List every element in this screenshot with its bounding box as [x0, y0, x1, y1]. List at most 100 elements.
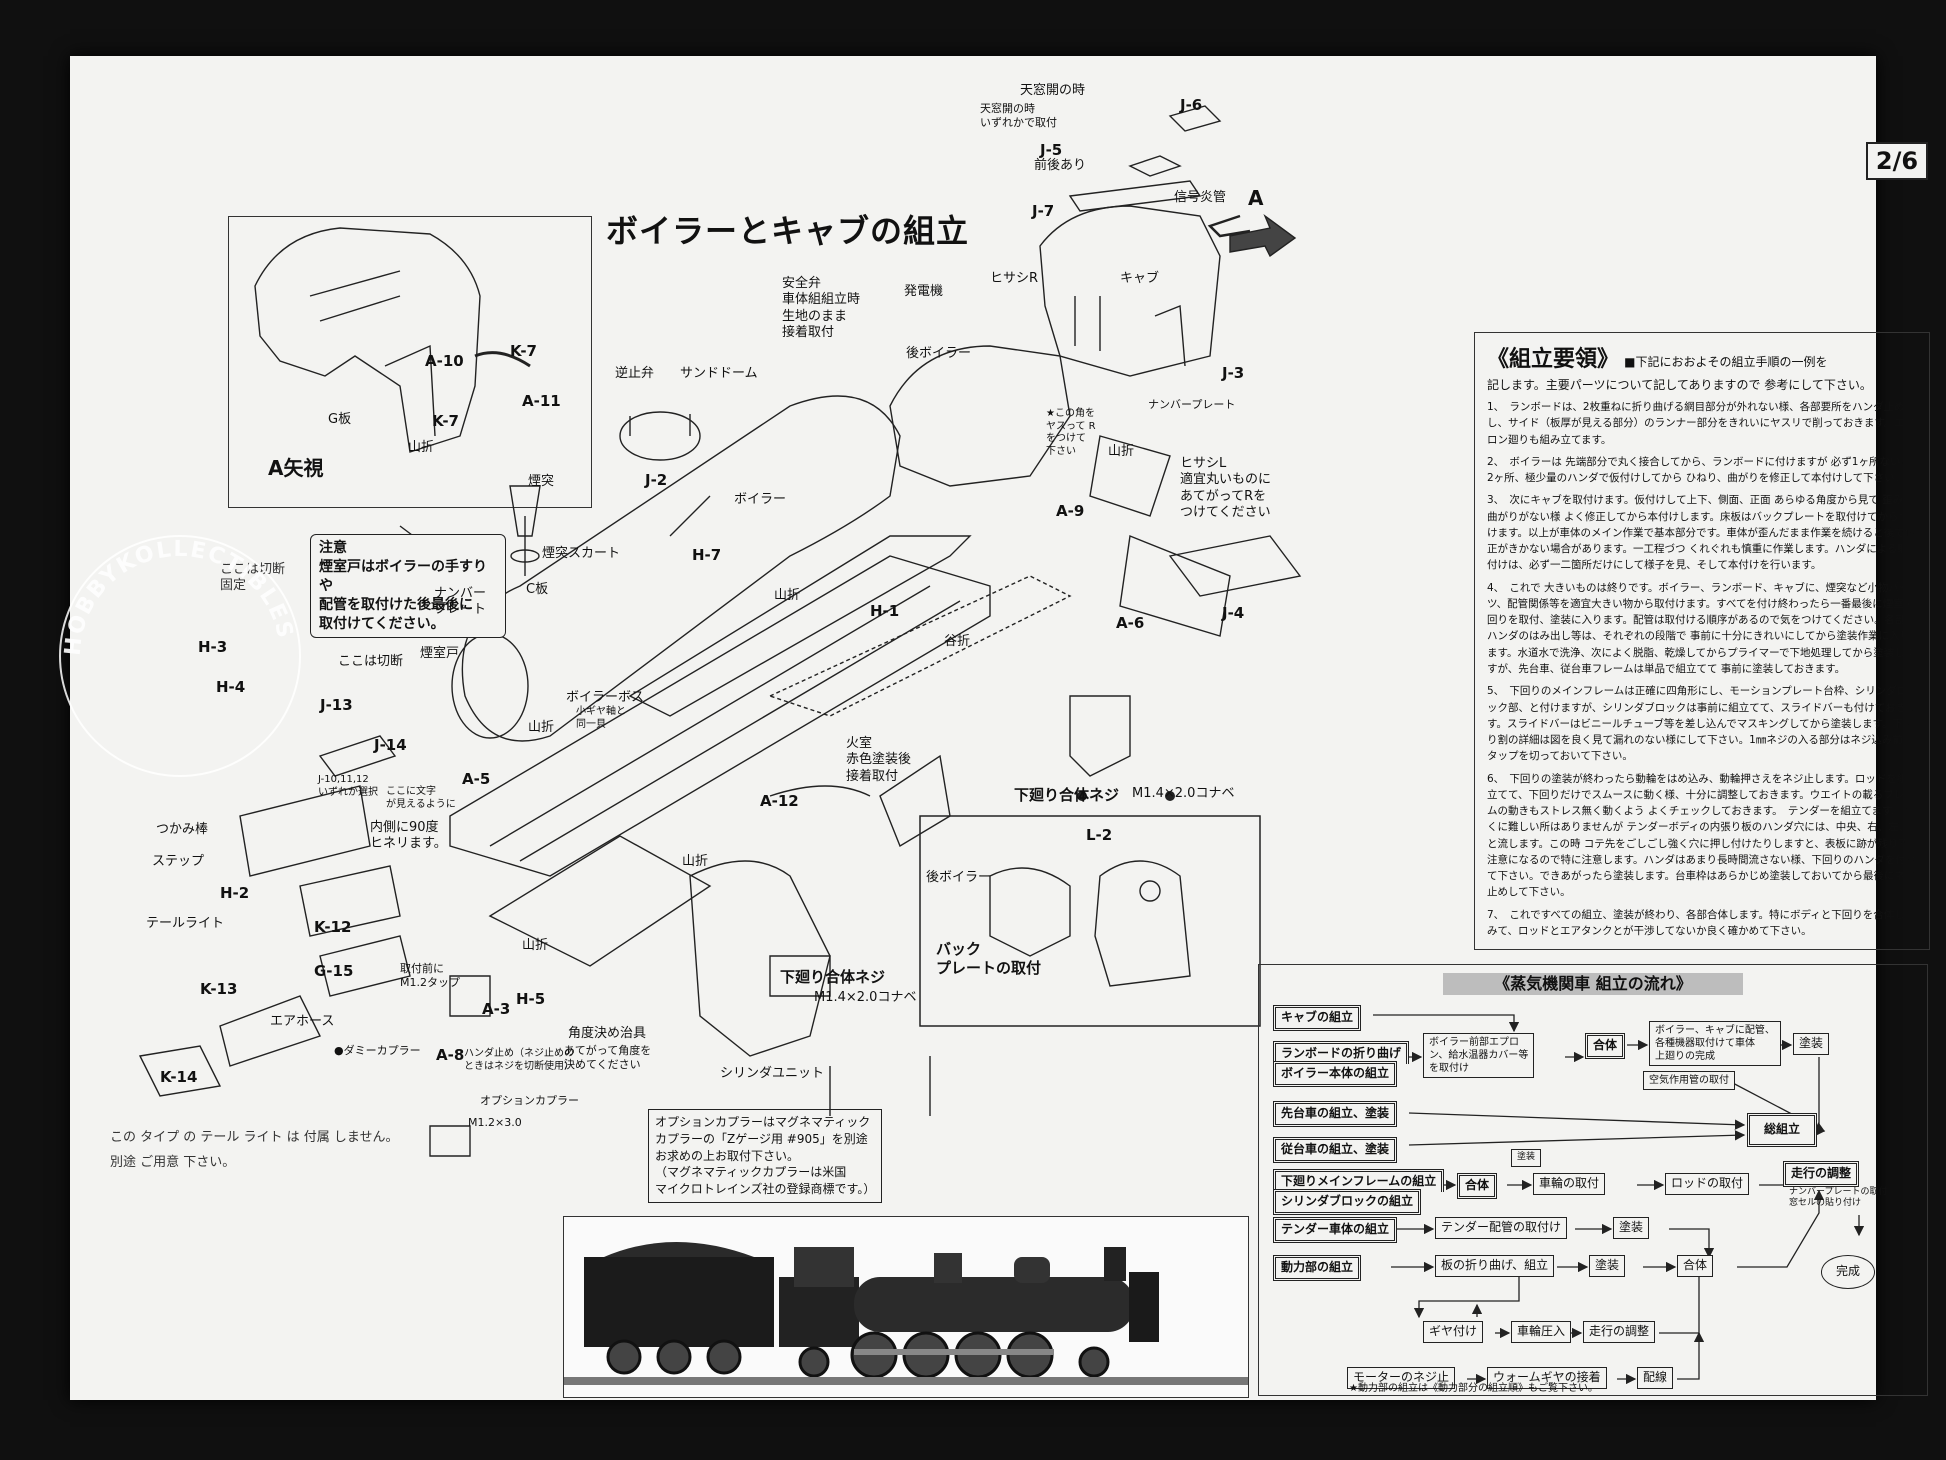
label-h1: H-1	[870, 602, 900, 620]
label-l2: L-2	[1086, 826, 1113, 844]
flow-wheels: 車輪の取付	[1533, 1173, 1606, 1195]
label-a6: A-6	[1116, 614, 1145, 632]
label-hisashi-r: ヒサシR	[990, 271, 1039, 286]
flow-wheel-press: 車輪圧入	[1511, 1321, 1572, 1343]
assembly-step-2: 2、 ボイラーは 先端部分で丸く接合してから、ランボードに付けますが 必ず1ヶ所…	[1487, 455, 1911, 485]
label-valley-fold: 谷折	[944, 634, 971, 649]
label-number-plate: ナンバー プレート	[434, 586, 487, 618]
label-boiler-boss-note: 小ギヤ軸と 同一貝	[576, 706, 626, 730]
flow-boiler-body: ボイラー本体の組立	[1273, 1061, 1398, 1087]
label-generator: 発電機	[904, 284, 944, 299]
label-j7: J-7	[1032, 202, 1055, 220]
assembly-steps-panel: 《組立要領》 ■下記におおよその組立手順の一例を 記します。主要パーツについて記…	[1474, 332, 1930, 950]
flow-worm-gear: ウォームギヤの接着	[1487, 1367, 1607, 1389]
option-coupler-note: オプションカプラーはマグネマティック カプラーの「Zゲージ用 #905」を別途 …	[648, 1109, 883, 1203]
label-sand-dome: サンドドーム	[680, 366, 758, 381]
label-under-screw-1: 下廻り合体ネジ	[780, 968, 886, 986]
flow-air-pipe: 空気作用管の取付	[1643, 1071, 1735, 1090]
label-angle-jig-note: あてがって角度を 決めてください	[564, 1044, 652, 1071]
label-k7-a: K-7	[510, 342, 537, 360]
hobbykollectibles-watermark: HOBBYKOLLECTIBLES	[59, 535, 301, 777]
caution-line-3: 取付けてください。	[319, 615, 445, 632]
flow-tender-body: テンダー車体の組立	[1273, 1217, 1398, 1243]
flow-gear: ギヤ付け	[1423, 1321, 1484, 1343]
watermark-text: HOBBYKOLLECTIBLES	[61, 537, 296, 657]
label-signal-pipe: 信号炎管	[1174, 190, 1227, 205]
flow-merge-1: 合体	[1585, 1033, 1626, 1059]
assembly-flowchart: 《蒸気機関車 組立の流れ》 キャブの組立 ランボードの折り曲げ ボイラー本体の組…	[1258, 964, 1928, 1396]
flow-cylinder-block: シリンダブロックの組立	[1273, 1189, 1422, 1215]
flow-main-frame: 下廻りメインフレームの組立	[1273, 1169, 1445, 1192]
assembly-step-7: 7、 これですべての組立、塗装が終わり、各部合体します。特にボディと下回りを合体…	[1487, 908, 1915, 937]
label-mountain-fold-2: 山折	[528, 720, 555, 735]
label-skylight-open: 天窓開の時	[1020, 83, 1086, 98]
label-j10-note: ここに文字 が見えるように	[386, 786, 456, 810]
label-j5-note: 前後あり	[1034, 158, 1087, 173]
flow-footnote: ★動力部の組立は《動力部分の組立順》もご覧下さい。	[1349, 1383, 1598, 1394]
label-step: ステップ	[152, 854, 205, 869]
flow-merge-3: 合体	[1677, 1255, 1714, 1277]
flow-tender-piping: テンダー配管の取付け	[1435, 1217, 1568, 1239]
flow-paint-2: 塗装	[1613, 1217, 1650, 1239]
label-mountain-fold-1: 山折	[774, 588, 801, 603]
caution-line-2: 配管を取付けた後最後に	[319, 596, 473, 613]
label-a11: A-11	[522, 392, 561, 410]
label-k14: K-14	[160, 1068, 198, 1086]
handwritten-left-note: ここは切断 固定	[220, 562, 286, 594]
label-a9: A-9	[1056, 502, 1085, 520]
flow-general-assembly: 総組立	[1747, 1113, 1818, 1147]
label-boiler-boss: ボイラーボス	[566, 690, 645, 705]
caution-note: 注意 煙室戸はボイラーの手すりや 配管を取付けた後最後に 取付けてください。	[310, 534, 506, 639]
label-under-screw-spec-2: M1.4×2.0コナベ	[1132, 786, 1235, 801]
label-g15: G-15	[314, 962, 354, 980]
label-boiler: ボイラー	[734, 492, 787, 507]
flow-cab: キャブの組立	[1273, 1005, 1362, 1031]
label-m12-tap: 取付前に M1.2タップ	[400, 962, 460, 989]
label-chimney-skirt: 煙突スカート	[542, 546, 621, 561]
label-cut-here: ここは切断	[338, 654, 404, 669]
flow-run-adjust-note: ナンバープレートの取付 窓セルの貼り付け	[1789, 1187, 1888, 1209]
label-skylight-either: 天窓開の時 いずれかで取付	[980, 102, 1057, 129]
boiler-cab-exploded-diagram	[138, 105, 1302, 1157]
instruction-sheet: 2/6 ボイラーとキャブの組立	[59, 56, 1930, 1400]
label-cylinder-unit: シリンダユニット	[720, 1066, 825, 1081]
label-j10: J-10,11,12 いずれか選択	[318, 774, 378, 798]
label-rear-boiler: 後ボイラー	[906, 346, 972, 361]
label-mountain-fold-3: 山折	[1108, 444, 1135, 459]
flow-plate-fold: 板の折り曲げ、組立	[1435, 1255, 1555, 1277]
handwritten-bottom-note: この タイプ の テール ライト は 付属 しません。 別途 ご用意 下さい。	[110, 1130, 399, 1170]
label-h5: H-5	[516, 990, 546, 1008]
flow-paint-3: 塗装	[1589, 1255, 1626, 1277]
flow-rods: ロッドの取付	[1665, 1173, 1750, 1195]
label-tail-light: テールライト	[146, 916, 225, 931]
label-j3: J-3	[1222, 364, 1245, 382]
svg-text:HOBBYKOLLECTIBLES: HOBBYKOLLECTIBLES	[61, 537, 298, 657]
label-a5: A-5	[462, 770, 491, 788]
flow-paint-1: 塗装	[1793, 1033, 1830, 1055]
label-k13: K-13	[200, 980, 238, 998]
flow-trailing-truck: 従台車の組立、塗装	[1273, 1137, 1398, 1163]
label-smokebox-door: 煙室戸	[420, 646, 460, 661]
label-j4: J-4	[1222, 604, 1245, 622]
label-screw-m12: M1.2×3.0	[468, 1116, 522, 1129]
a-view-frame	[228, 216, 592, 508]
label-k7-b: K-7	[432, 412, 459, 430]
flow-runboard: ランボードの折り曲げ	[1273, 1041, 1410, 1064]
label-j14: J-14	[374, 736, 407, 754]
label-rear-boiler-2: 後ボイラー	[926, 870, 992, 885]
label-a3: A-3	[482, 1000, 511, 1018]
assembly-step-5: 5、 下回りのメインフレームは正確に四角形にし、モーションプレート台枠、シリンダ…	[1487, 685, 1917, 763]
label-check-valve: 逆止弁	[615, 366, 655, 381]
assembly-step-6: 6、 下回りの塗装が終わったら動輪をはめ込み、動輪押さえをネジ止します。ロッドを…	[1487, 772, 1917, 899]
label-air-hose: エアホース	[270, 1014, 335, 1029]
label-arrow-a: A	[1248, 186, 1264, 210]
caution-line-1: 煙室戸はボイラーの手すりや	[319, 558, 487, 594]
label-dummy-coupler: ●ダミーカプラー	[334, 1044, 421, 1057]
flow-run-adjust: 走行の調整	[1783, 1161, 1860, 1187]
label-chimney: 煙突	[528, 474, 555, 489]
page-title: ボイラーとキャブの組立	[606, 212, 970, 250]
label-solder-stop: ハンダ止め（ネジ止めの ときはネジを切断使用）	[464, 1048, 574, 1072]
label-j5: J-5	[1040, 141, 1063, 159]
label-a12: A-12	[760, 792, 799, 810]
label-g-plate: G板	[328, 412, 352, 427]
